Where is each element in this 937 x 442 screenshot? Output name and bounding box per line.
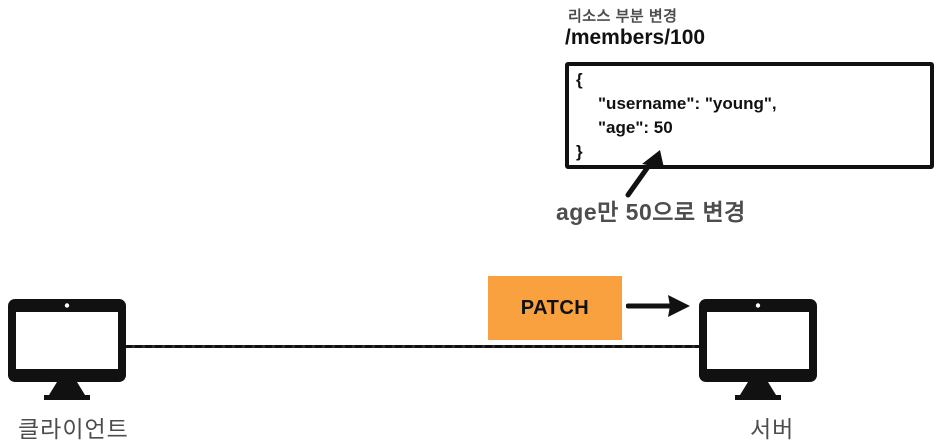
client-monitor-icon [8, 299, 126, 400]
json-line-username: "username": "young", [598, 94, 777, 113]
note-arrow-icon [625, 150, 664, 198]
patch-method-box: PATCH [488, 276, 622, 340]
json-body-box: { "username": "young", "age": 50 } [565, 62, 934, 169]
server-label: 서버 [750, 416, 795, 442]
json-line-age: "age": 50 [598, 118, 673, 137]
request-arrow-icon [626, 295, 690, 317]
endpoint-path: /members/100 [565, 26, 706, 49]
client-label: 클라이언트 [18, 416, 129, 442]
connection-line [125, 345, 700, 348]
server-monitor-icon [699, 299, 817, 400]
resource-change-title: 리소스 부분 변경 [568, 8, 678, 25]
patch-method-label: PATCH [520, 296, 590, 319]
json-line-close-brace: } [576, 142, 583, 161]
json-line-open-brace: { [576, 70, 583, 89]
change-note: age만 50으로 변경 [556, 199, 746, 225]
